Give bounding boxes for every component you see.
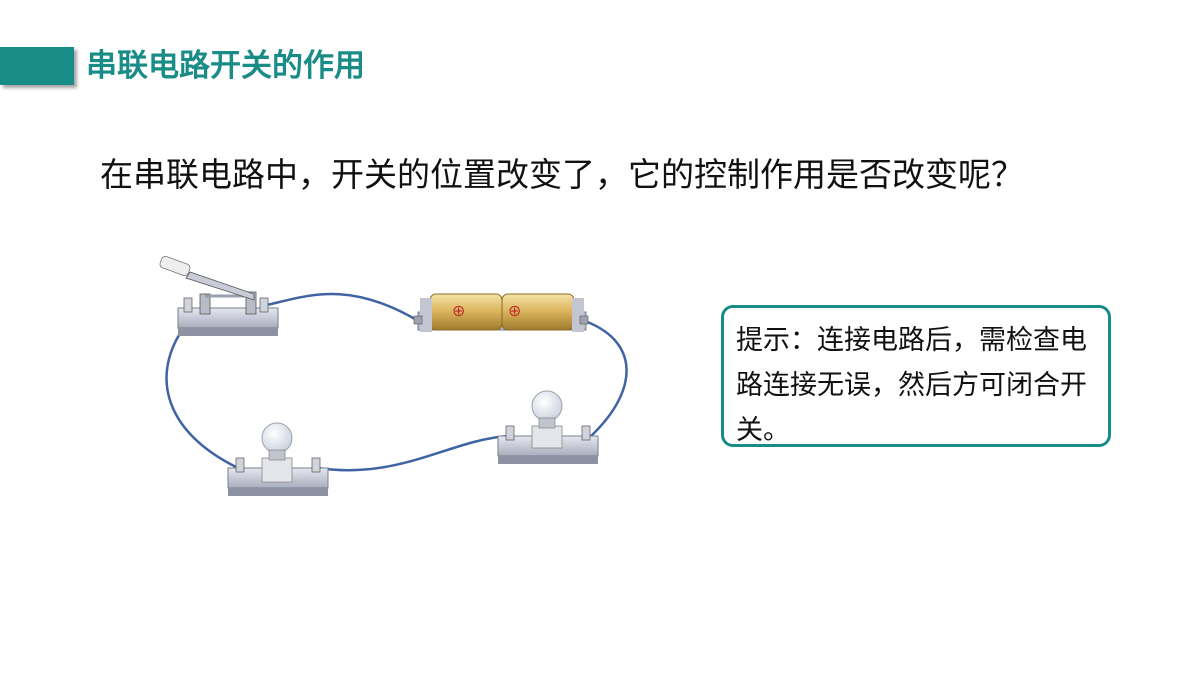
hint-text: 提示：连接电路后，需检查电路连接无误，然后方可闭合开关。 [736,325,1087,446]
battery-pack: ⊕ ⊕ [413,293,589,332]
battery-plus-1: ⊕ [452,301,465,320]
question-text: 在串联电路中，开关的位置改变了，它的控制作用是否改变呢？ [100,155,1024,194]
wire-bulb-right-bulb-left [317,434,509,472]
circuit-diagram: ⊕ ⊕ [159,255,628,496]
wire-switch-battery [266,292,421,324]
knife-switch[interactable] [159,255,279,336]
bulb-left [227,422,329,496]
battery-plus-2: ⊕ [508,301,521,320]
wire-battery-bulb-right [581,318,628,438]
wire-bulb-left-switch [165,321,239,470]
hint-box: 提示：连接电路后，需检查电路连接无误，然后方可闭合开关。 [721,305,1111,447]
slide-title: 串联电路开关的作用 [86,48,365,84]
title-accent-bar [0,47,74,85]
wires [165,292,628,472]
bulb-right [497,390,599,464]
